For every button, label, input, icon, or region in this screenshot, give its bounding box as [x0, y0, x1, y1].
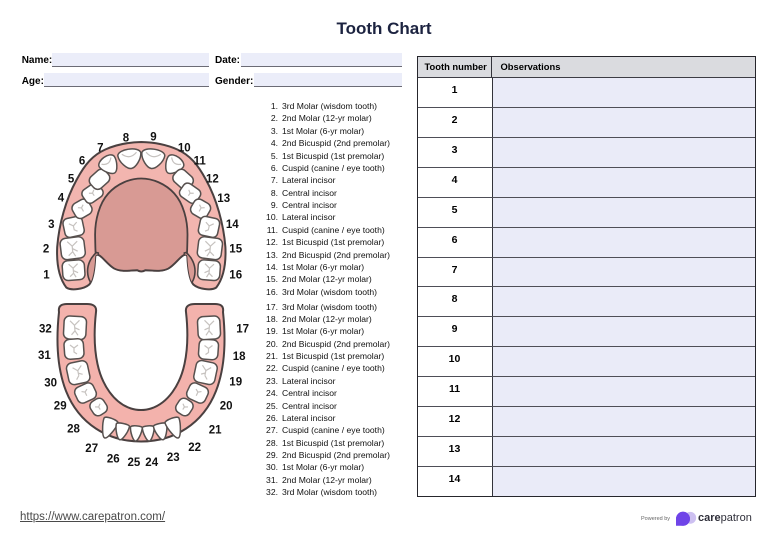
svg-text:20: 20 [220, 400, 233, 412]
svg-text:21: 21 [209, 424, 222, 436]
svg-text:17: 17 [236, 324, 249, 336]
svg-text:4: 4 [58, 192, 65, 204]
svg-text:25: 25 [128, 457, 141, 469]
svg-text:16: 16 [229, 269, 242, 281]
svg-text:1: 1 [43, 269, 50, 281]
svg-text:2: 2 [43, 244, 49, 256]
svg-text:19: 19 [229, 377, 242, 389]
svg-text:3: 3 [48, 219, 54, 231]
svg-text:7: 7 [97, 143, 103, 155]
svg-text:26: 26 [107, 454, 120, 466]
svg-text:13: 13 [217, 193, 230, 205]
svg-text:28: 28 [67, 424, 80, 436]
svg-text:5: 5 [68, 173, 75, 185]
svg-text:32: 32 [39, 324, 52, 336]
svg-text:29: 29 [54, 401, 67, 413]
svg-text:12: 12 [206, 173, 219, 185]
svg-text:30: 30 [44, 377, 57, 389]
svg-text:24: 24 [145, 457, 158, 469]
svg-text:9: 9 [150, 132, 156, 144]
svg-text:14: 14 [226, 219, 239, 231]
svg-text:8: 8 [123, 132, 130, 144]
svg-text:23: 23 [167, 452, 180, 464]
svg-text:6: 6 [79, 156, 85, 168]
svg-text:22: 22 [188, 442, 201, 454]
svg-text:10: 10 [178, 143, 191, 155]
svg-text:27: 27 [85, 443, 98, 455]
svg-text:18: 18 [233, 351, 246, 363]
svg-text:11: 11 [194, 156, 207, 168]
svg-text:31: 31 [38, 350, 51, 362]
svg-text:15: 15 [229, 244, 242, 256]
